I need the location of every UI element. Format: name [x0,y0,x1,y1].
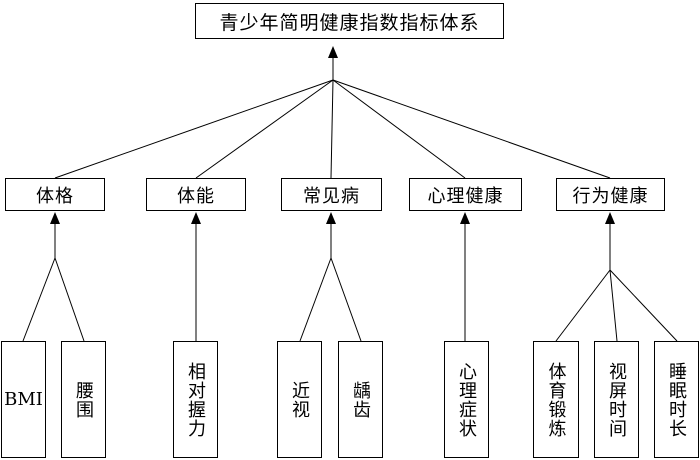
category-mental-health-box: 心理健康 [409,178,522,211]
leaf-connector-line [330,257,362,342]
indicator-waist-label: 腰围 [73,380,94,419]
category-connector-line [195,79,334,179]
category-fitness-box: 体能 [146,178,246,211]
indicator-bmi-label: BMI [4,389,43,410]
leaf-connector-line [555,269,611,342]
leaf-connector-line [22,257,56,342]
indicator-bmi-box: BMI [1,341,46,458]
arrowheads [50,46,615,224]
indicator-myopia-label: 近视 [289,380,310,419]
indicator-caries-label: 龋齿 [350,380,371,419]
connector-lines [22,57,678,342]
category-mental-health-label: 心理健康 [427,185,504,207]
category-arrowhead [50,212,60,224]
category-connector-line [54,79,334,179]
category-behavioral-health-box: 行为健康 [556,178,665,211]
indicator-sleep-duration-label: 睡眠时长 [666,361,687,438]
category-common-diseases-box: 常见病 [281,178,382,211]
category-fitness-label: 体能 [177,185,215,207]
category-connector-line [332,79,466,179]
leaf-connector-line [54,257,85,342]
indicator-exercise-box: 体育锻炼 [533,341,579,458]
category-arrowhead [326,212,336,224]
category-connector-line [330,79,334,179]
indicator-myopia-box: 近视 [277,341,322,458]
index-title-box: 青少年简明健康指数指标体系 [195,3,504,39]
indicator-screen-time-box: 视屏时间 [594,341,639,458]
indicator-caries-box: 龋齿 [338,341,383,458]
leaf-connector-line [299,257,332,342]
indicator-screen-time-label: 视屏时间 [606,361,627,438]
indicator-grip-strength-box: 相对握力 [173,341,218,458]
category-connector-line [332,79,611,179]
leaf-connector-line [609,269,678,342]
indicator-grip-strength-label: 相对握力 [185,361,206,438]
indicator-exercise-label: 体育锻炼 [545,361,567,438]
category-physique-label: 体格 [36,185,74,207]
index-title: 青少年简明健康指数指标体系 [219,11,480,34]
category-arrowhead [191,212,201,224]
category-common-diseases-label: 常见病 [303,185,360,207]
leaf-connector-line [609,269,618,342]
category-behavioral-health-label: 行为健康 [572,185,649,207]
indicator-sleep-duration-box: 睡眠时长 [654,341,699,458]
title-arrowhead [328,46,338,58]
category-arrowhead [605,212,615,224]
indicator-waist-box: 腰围 [61,341,106,458]
indicator-mental-symptoms-box: 心理症状 [444,341,489,458]
category-physique-box: 体格 [5,178,105,211]
indicator-mental-symptoms-label: 心理症状 [456,361,477,438]
category-arrowhead [460,212,470,224]
